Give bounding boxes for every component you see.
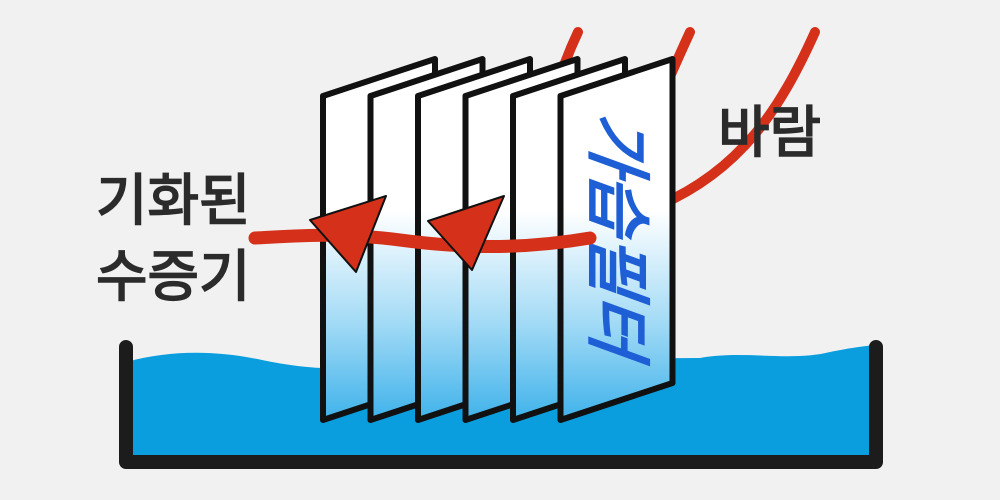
wind-label: 바람 [718,101,821,166]
wind-arrow-3 [655,27,820,210]
vapor-label-line2: 수증기 [96,245,251,310]
vapor-flow-arrow [248,195,597,273]
arrowhead-2 [427,195,505,271]
arrowhead-1 [309,195,387,273]
filter-panel [557,56,676,423]
water-tank [119,340,883,469]
vapor-label-line1: 기화된 [96,169,251,234]
